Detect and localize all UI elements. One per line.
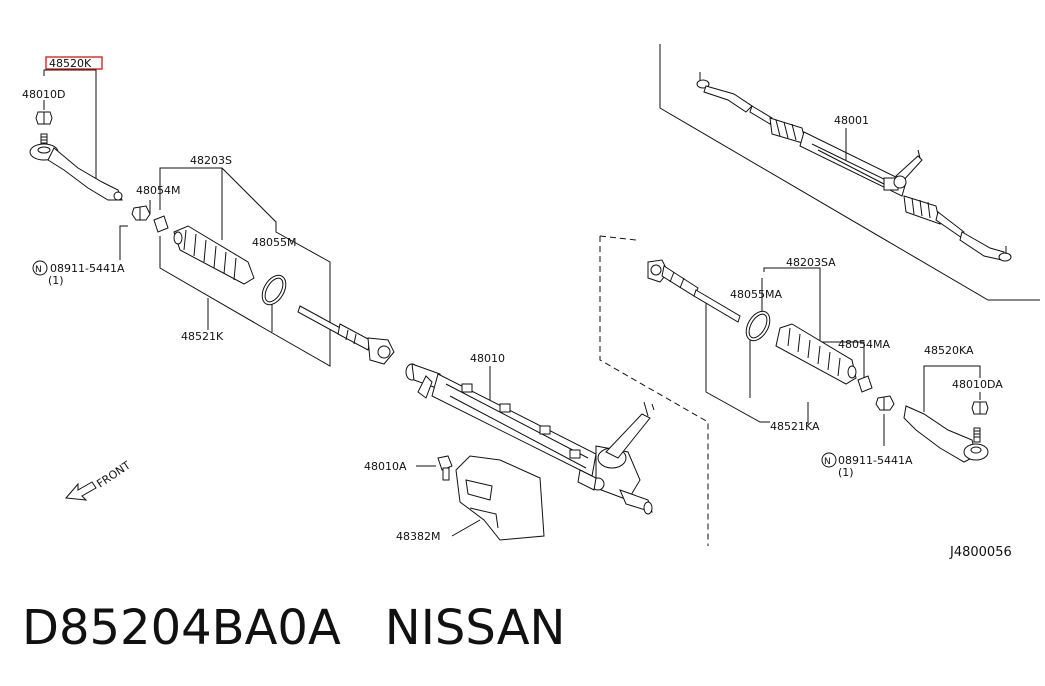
group-right-tie-rod-end: 48520KA 48010DA bbox=[903, 344, 1003, 463]
rack-housing bbox=[405, 363, 655, 515]
group-boot-kit-right: 48203SA 48055MA 48054MA 48521KA bbox=[599, 235, 890, 546]
circled-n-icon-right bbox=[821, 452, 837, 468]
group-mount: 48010A 48382M bbox=[364, 455, 545, 543]
label-08911-5441a-left: 08911-5441A bbox=[50, 262, 125, 275]
label-48521k: 48521K bbox=[181, 330, 224, 343]
circled-n-letter: N bbox=[35, 265, 42, 275]
label-48054m: 48054M bbox=[136, 184, 180, 197]
label-48001: 48001 bbox=[834, 114, 869, 127]
boot-clamp-large-right bbox=[745, 310, 771, 342]
nut-left bbox=[35, 111, 53, 125]
label-48520k: 48520K bbox=[49, 57, 92, 70]
label-front: FRONT bbox=[94, 459, 133, 491]
inset-rack bbox=[749, 105, 965, 239]
boot-right bbox=[775, 323, 857, 385]
front-arrow: FRONT bbox=[64, 459, 133, 501]
boot-clamp-small-left bbox=[153, 215, 169, 233]
label-08911-5441a-right: 08911-5441A bbox=[838, 454, 913, 467]
label-48055m: 48055M bbox=[252, 236, 296, 249]
boot-clamp-large-left bbox=[261, 274, 287, 306]
label-48055ma: 48055MA bbox=[730, 288, 782, 301]
caption: D85204BA0A NISSAN bbox=[22, 596, 565, 660]
highlight-box bbox=[45, 56, 103, 70]
assembly-inset: 48001 bbox=[659, 44, 1040, 301]
inner-socket-left bbox=[297, 305, 395, 365]
diagram-code: J4800056 bbox=[949, 545, 1012, 560]
tie-rod-end-left bbox=[29, 133, 123, 201]
label-48010da: 48010DA bbox=[952, 378, 1003, 391]
part-number: D85204BA0A bbox=[22, 600, 341, 656]
tie-rod-end-right bbox=[903, 405, 989, 463]
nut-cotter-right bbox=[875, 395, 895, 411]
label-48203sa: 48203SA bbox=[786, 256, 836, 269]
brand-name: NISSAN bbox=[384, 600, 566, 656]
boot-clamp-small-right bbox=[857, 375, 873, 393]
label-48203s: 48203S bbox=[190, 154, 232, 167]
label-48520ka: 48520KA bbox=[924, 344, 974, 357]
arrow-icon bbox=[64, 481, 97, 501]
inset-tie-rod-end-left bbox=[696, 72, 753, 113]
group-cotter-pin-right: N 08911-5441A (1) bbox=[821, 395, 913, 479]
label-qty-left: (1) bbox=[48, 274, 64, 287]
label-48010d: 48010D bbox=[22, 88, 65, 101]
boot-left bbox=[173, 225, 255, 285]
nut-right bbox=[971, 401, 989, 415]
inner-socket-right bbox=[647, 259, 741, 323]
group-boot-kit-left: 48203S 48054M 48055M 48521K bbox=[136, 154, 395, 367]
label-qty-right: (1) bbox=[838, 466, 854, 479]
group-rack-housing: 48010 bbox=[405, 352, 655, 515]
label-48010: 48010 bbox=[470, 352, 505, 365]
inset-tie-rod-end-right bbox=[959, 231, 1012, 262]
label-48382m: 48382M bbox=[396, 530, 440, 543]
nut-cotter-left bbox=[131, 205, 151, 221]
circled-n-icon bbox=[32, 260, 48, 276]
mount-bolt bbox=[437, 455, 453, 481]
circled-n-letter-right: N bbox=[824, 457, 831, 467]
label-48010a: 48010A bbox=[364, 460, 407, 473]
group-left-tie-rod-end: 48520K 48010D bbox=[22, 56, 123, 201]
label-48521ka: 48521KA bbox=[770, 420, 820, 433]
mount-insulator bbox=[455, 455, 545, 541]
group-cotter-pin-left: N 08911-5441A (1) bbox=[32, 205, 151, 287]
